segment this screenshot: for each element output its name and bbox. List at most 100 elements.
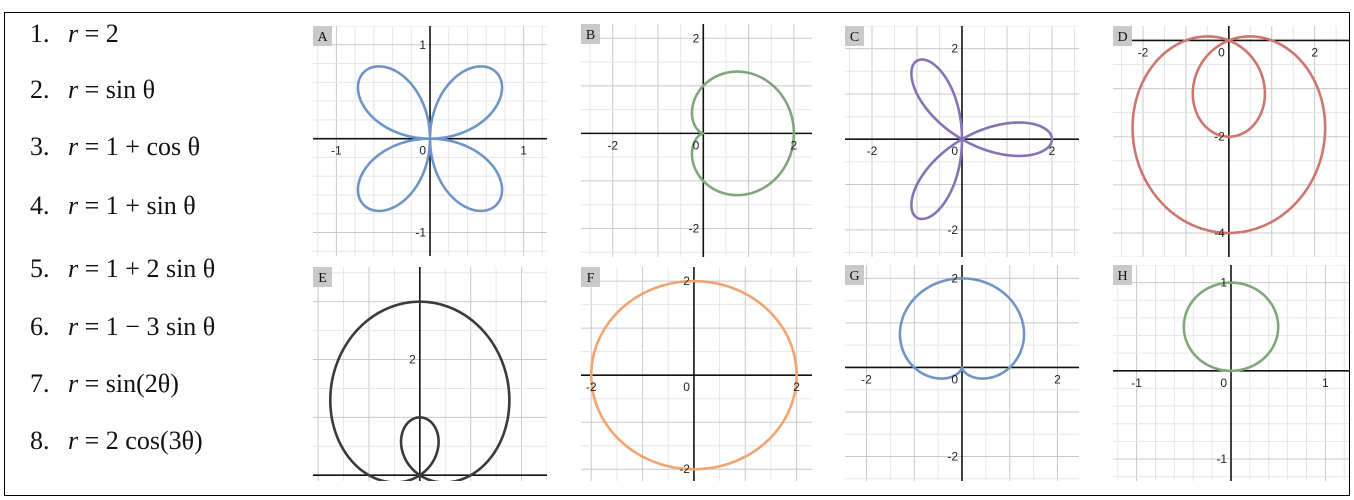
x-tick-label: 2 xyxy=(791,138,798,152)
y-tick-label: -1 xyxy=(1216,452,1227,466)
equation-5: 5. r = 1 + 2 sin θ xyxy=(30,249,215,289)
equation-3: 3. r = 1 + cos θ xyxy=(30,127,200,167)
y-tick-label: -2 xyxy=(947,450,958,464)
equation-1: 1. r = 2 xyxy=(30,14,119,54)
y-tick-label: -1 xyxy=(415,226,426,240)
equation-rhs: = sin(2θ) xyxy=(78,369,179,398)
equation-number: 5. xyxy=(30,254,50,283)
panel-label-box xyxy=(845,265,864,285)
origin-label: 0 xyxy=(1218,45,1225,59)
x-tick-label: -2 xyxy=(607,138,618,152)
equation-number: 6. xyxy=(30,312,50,341)
origin-label: 0 xyxy=(409,480,416,481)
equation-number: 3. xyxy=(30,132,50,161)
graph-g: -2 2 2 -2 0 G xyxy=(845,265,1079,481)
x-tick-label: 2 xyxy=(793,380,800,394)
panel-label: D xyxy=(1117,30,1127,45)
y-tick-label: -2 xyxy=(947,223,958,237)
equation-number: 1. xyxy=(30,19,50,48)
figure-frame xyxy=(4,12,1350,496)
polar-curve xyxy=(356,65,504,213)
origin-label: 0 xyxy=(951,372,958,386)
polar-curve xyxy=(328,300,511,481)
x-tick-label: -1 xyxy=(331,144,342,158)
equation-rhs: = sin θ xyxy=(78,75,156,104)
origin-label: 0 xyxy=(951,144,958,158)
y-tick-label: -4 xyxy=(1214,226,1225,240)
y-tick-label: 2 xyxy=(409,353,416,367)
y-tick-label: 1 xyxy=(419,38,426,52)
panel-label: H xyxy=(1117,269,1127,284)
panel-label-box xyxy=(845,26,864,46)
y-tick-label: -2 xyxy=(689,221,700,235)
y-tick-label: 2 xyxy=(683,274,690,288)
x-tick-label: 2 xyxy=(1311,45,1318,59)
equation-number: 4. xyxy=(30,191,50,220)
y-tick-label: 2 xyxy=(951,271,958,285)
equation-lhs: r xyxy=(68,312,79,341)
equation-lhs: r xyxy=(68,254,79,283)
y-tick-label: 2 xyxy=(951,42,958,56)
panel-label-box xyxy=(313,26,332,46)
equation-lhs: r xyxy=(68,132,79,161)
x-tick-label: -2 xyxy=(313,480,324,481)
equation-rhs: = 1 + cos θ xyxy=(78,132,201,161)
panel-label: G xyxy=(849,269,859,284)
equation-rhs: = 1 + sin θ xyxy=(78,191,196,220)
polar-curve xyxy=(589,279,798,471)
polar-curve xyxy=(898,277,1026,380)
panel-label: C xyxy=(850,30,859,45)
panel-label-box xyxy=(1113,26,1132,46)
equation-number: 2. xyxy=(30,75,50,104)
equation-8: 8.r = 2 cos(3θ) xyxy=(30,421,203,461)
x-tick-label: -2 xyxy=(867,144,878,158)
panel-label-box xyxy=(581,267,600,287)
panel-label: B xyxy=(586,28,595,43)
x-tick-label: 1 xyxy=(520,144,527,158)
x-tick-label: 1 xyxy=(1322,376,1329,390)
equation-6: 6. r = 1 − 3 sin θ xyxy=(30,307,215,347)
equation-4: 4. r = 1 + sin θ xyxy=(30,186,196,226)
panel-label-box xyxy=(581,24,600,44)
graph-f: -2 2 2 -2 0 F xyxy=(581,267,812,481)
graph-e: -2 2 2 0 E xyxy=(313,267,547,481)
origin-label: 0 xyxy=(693,138,700,152)
polar-curve xyxy=(1182,281,1280,373)
x-tick-label: 2 xyxy=(1054,372,1061,386)
equation-list: 1. r = 2 2. r = sin θ 3. r = 1 + cos θ 4. r = 1… xyxy=(30,14,300,484)
equation-lhs: r xyxy=(68,426,79,455)
y-tick-label: 1 xyxy=(1220,276,1227,290)
equation-number: 7. xyxy=(30,369,50,398)
origin-label: 0 xyxy=(683,380,690,394)
x-tick-label: -2 xyxy=(586,380,597,394)
equation-rhs: = 1 − 3 sin θ xyxy=(78,312,216,341)
x-tick-label: 2 xyxy=(1049,144,1056,158)
equation-rhs: = 2 cos(3θ) xyxy=(78,426,203,455)
equation-rhs: = 2 xyxy=(78,19,119,48)
equation-lhs: r xyxy=(68,369,79,398)
x-tick-label: -1 xyxy=(1131,376,1142,390)
equation-lhs: r xyxy=(68,75,79,104)
x-tick-label: -2 xyxy=(861,372,872,386)
x-tick-label: 2 xyxy=(518,480,525,481)
panel-label: E xyxy=(318,271,327,286)
polar-curve xyxy=(1131,35,1327,235)
origin-label: 0 xyxy=(1220,376,1227,390)
equation-rhs: = 1 + 2 sin θ xyxy=(78,254,216,283)
y-tick-label: 2 xyxy=(693,31,700,45)
polar-curve xyxy=(910,58,1054,221)
x-tick-label: -2 xyxy=(1138,45,1149,59)
origin-label: 0 xyxy=(419,144,426,158)
graph-c: -2 2 2 -2 0 C xyxy=(845,26,1079,257)
y-tick-label: -2 xyxy=(1214,130,1225,144)
equation-lhs: r xyxy=(68,191,79,220)
panel-label: F xyxy=(587,271,595,286)
graph-b: -2 2 2 -2 0 B xyxy=(581,24,812,257)
equation-lhs: r xyxy=(68,19,79,48)
panel-label-box xyxy=(1113,265,1132,285)
graph-h: -1 1 1 -1 0 H xyxy=(1113,265,1349,481)
y-tick-label: -2 xyxy=(679,462,690,476)
graph-d: -2 2 -2 -4 0 D xyxy=(1113,26,1349,257)
